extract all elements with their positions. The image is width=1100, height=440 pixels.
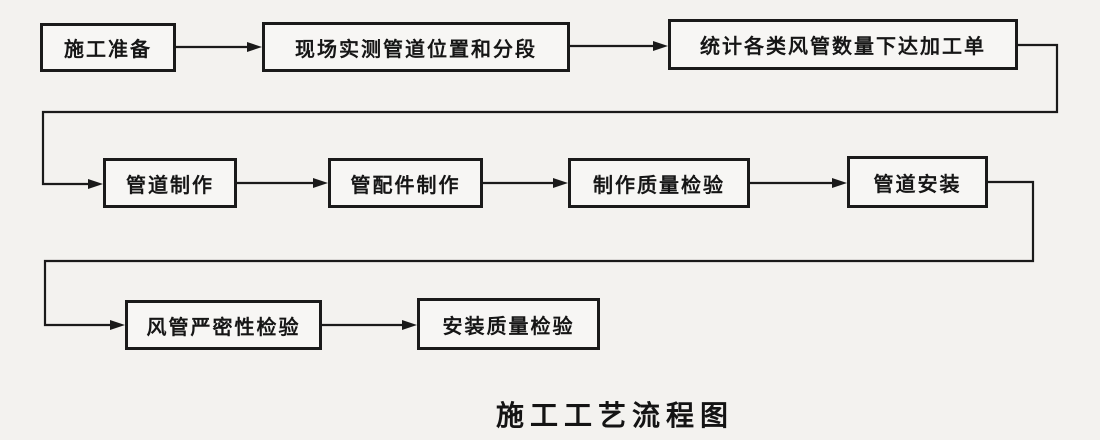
step-label: 管配件制作 (350, 174, 461, 197)
step-label: 安装质量检验 (442, 315, 575, 338)
arrowhead-icon (110, 320, 125, 330)
step-fabrication-quality-inspection: 制作质量检验 (568, 158, 750, 208)
arrowhead-icon (653, 41, 668, 51)
arrowhead-icon (402, 320, 417, 330)
arrowhead-icon (832, 178, 847, 188)
step-site-measurement-segmentation: 现场实测管道位置和分段 (262, 22, 570, 72)
arrowhead-icon (313, 178, 328, 188)
step-installation-quality-inspection: 安装质量检验 (417, 298, 600, 350)
step-label: 管道安装 (873, 173, 962, 196)
step-construction-preparation: 施工准备 (40, 23, 176, 72)
arrowhead-icon (88, 179, 103, 189)
step-label: 施工准备 (64, 39, 152, 61)
arrowhead-icon (553, 178, 568, 188)
arrowhead-icon (247, 42, 262, 52)
step-label: 风管严密性检验 (146, 316, 301, 339)
step-pipe-fabrication: 管道制作 (103, 158, 237, 208)
connector-step3-step4-wrap (41, 43, 1059, 186)
diagram-caption: 施工工艺流程图 (495, 400, 734, 431)
step-pipe-fittings-fabrication: 管配件制作 (328, 158, 483, 208)
step-label: 制作质量检验 (593, 174, 725, 197)
step-label: 现场实测管道位置和分段 (295, 38, 537, 61)
step-duct-count-work-order: 统计各类风管数量下达加工单 (668, 19, 1018, 70)
step-label: 管道制作 (126, 174, 214, 197)
connector-step7-step8-wrap (43, 180, 1035, 327)
step-pipe-installation: 管道安装 (847, 156, 988, 208)
step-duct-airtightness-test: 风管严密性检验 (125, 300, 322, 350)
step-label: 统计各类风管数量下达加工单 (700, 36, 986, 58)
